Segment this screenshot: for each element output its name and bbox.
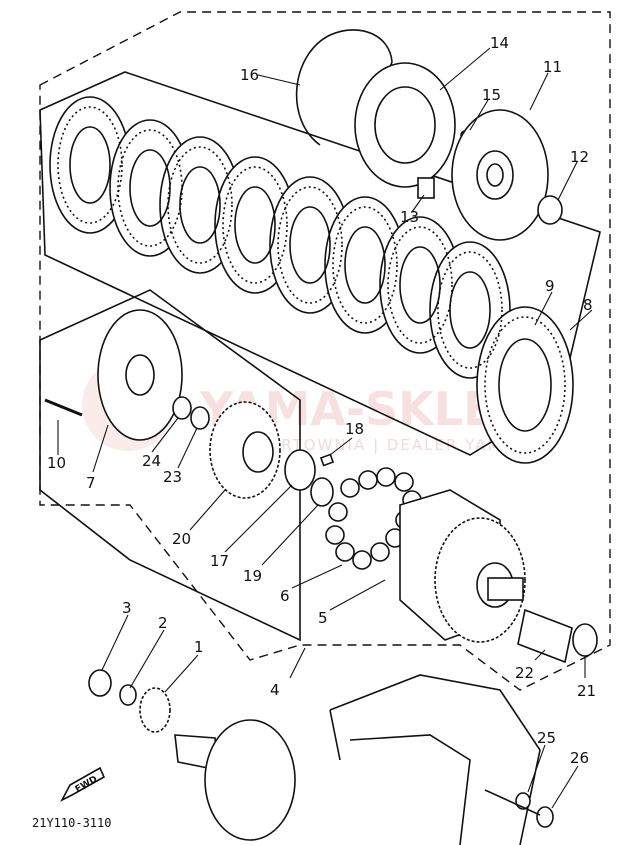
callout-23: 23	[163, 468, 182, 486]
callout-9: 9	[545, 277, 555, 295]
primary-gear-20	[209, 401, 281, 499]
collar-22	[517, 608, 573, 664]
callout-25: 25	[537, 729, 556, 747]
collar-23	[190, 406, 210, 430]
callout-13: 13	[400, 208, 419, 226]
callout-10: 10	[47, 454, 66, 472]
watermark-subtext: HURTOWNIA | DEALER YAMAHA	[255, 436, 540, 454]
key-18	[319, 453, 335, 467]
drawing-code: 21Y110-3110	[32, 816, 111, 830]
forward-arrow-icon: FWD	[60, 766, 106, 802]
callout-15: 15	[482, 86, 501, 104]
callout-26: 26	[570, 749, 589, 767]
push-plate-7	[97, 309, 183, 441]
lock-washer-2	[119, 684, 137, 706]
callout-11: 11	[543, 58, 562, 76]
callout-6: 6	[280, 587, 290, 605]
push-rod-10	[44, 398, 83, 417]
cam-17	[284, 449, 316, 491]
callout-5: 5	[318, 609, 328, 627]
washer-24	[172, 396, 192, 420]
gear-1	[139, 687, 171, 733]
callout-2: 2	[158, 614, 168, 632]
nut-3	[88, 669, 112, 697]
lower-group-box	[39, 289, 301, 642]
circlip-19	[310, 477, 334, 507]
clutch-housing-5	[399, 489, 526, 643]
callout-labels: 16 14 11 15 12 13 8 9 18 10 7 24 23 20 1…	[47, 34, 596, 767]
crankshaft	[174, 719, 296, 841]
callout-1: 1	[194, 638, 204, 656]
assembly-boundary	[39, 11, 611, 691]
callout-17: 17	[210, 552, 229, 570]
callout-12: 12	[570, 148, 589, 166]
callout-16: 16	[240, 66, 259, 84]
nut-12	[537, 195, 563, 225]
callout-24: 24	[142, 452, 161, 470]
callout-14: 14	[490, 34, 509, 52]
callout-8: 8	[583, 296, 593, 314]
callout-3: 3	[122, 599, 132, 617]
washer-21	[572, 623, 598, 657]
bolt-26	[484, 789, 554, 828]
callout-18: 18	[345, 420, 364, 438]
callout-19: 19	[243, 567, 262, 585]
spring-13	[417, 177, 435, 199]
leader-lines	[57, 47, 593, 809]
clutch-plate-stack	[49, 96, 574, 464]
callout-4: 4	[270, 681, 280, 699]
callout-22: 22	[515, 664, 534, 682]
clutch-boss-11	[451, 109, 549, 241]
wire-circlip-16	[295, 29, 393, 146]
callout-20: 20	[172, 530, 191, 548]
crankcase-outline	[329, 674, 541, 845]
pressure-plate-14	[354, 62, 456, 188]
callout-21: 21	[577, 682, 596, 700]
callout-7: 7	[86, 474, 96, 492]
